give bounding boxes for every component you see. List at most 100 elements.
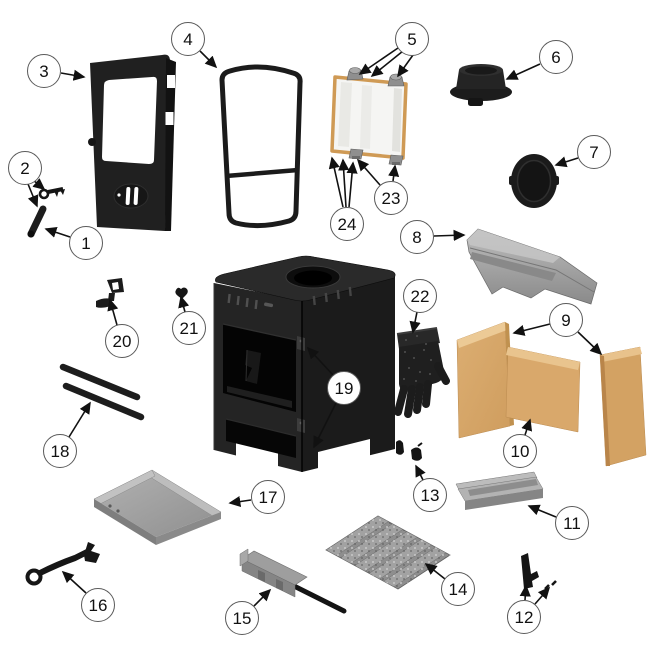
callout-10: 10 [503,434,537,468]
callout-2-number: 2 [20,158,30,178]
callout-22: 22 [403,279,437,313]
callout-8-number: 8 [412,227,422,247]
leader-2b [27,183,39,208]
callout-5-number: 5 [407,29,417,49]
leader-12b [534,586,551,605]
leader-3 [60,69,86,81]
callout-19: 19 [327,371,361,405]
door-glass-panel [330,67,408,166]
callout-22-number: 22 [410,286,430,306]
leader-21 [178,295,190,313]
callout-9-number: 9 [561,310,571,330]
callout-17: 17 [251,480,285,514]
callout-23-number: 23 [381,188,401,208]
callout-23: 23 [374,181,408,215]
firebrick-rear [505,346,581,433]
handle-rods [59,363,145,421]
leader-17 [228,495,252,508]
callout-1-number: 1 [81,233,91,253]
callout-2: 2 [8,151,42,185]
callout-11: 11 [555,506,589,540]
callout-15: 15 [225,601,259,635]
leader-19a [306,346,334,376]
leader-23b [388,164,400,182]
door [88,54,176,231]
leader-22 [409,311,421,334]
callout-20-number: 20 [112,331,132,351]
callout-7: 7 [577,135,611,169]
flue-collar [450,64,512,106]
leader-10 [521,418,533,436]
callout-11-number: 11 [563,513,581,533]
callout-13-number: 13 [420,485,440,505]
callout-4-number: 4 [183,29,193,49]
leader-16 [61,570,87,594]
leader-13 [415,464,426,481]
callout-12-number: 12 [514,607,534,627]
leader-lines [27,47,603,607]
baffle-plate [466,228,598,305]
callout-19-number: 19 [334,378,354,398]
door-handle-rod [27,205,47,238]
leader-9b [577,331,603,356]
glass-retainer-clips [396,440,423,461]
callout-21: 21 [172,311,206,345]
callout-12: 12 [507,600,541,634]
callout-10-number: 10 [510,441,530,461]
callout-5: 5 [395,22,429,56]
leader-11 [527,504,557,518]
callout-3-number: 3 [39,61,49,81]
latch-bracket-and-pins [521,553,557,590]
callout-3: 3 [27,54,61,88]
operating-tool [25,542,100,586]
door-hinge-pin [88,138,96,146]
leader-20 [107,298,119,326]
log-store-opening [226,419,296,458]
callout-6: 6 [539,40,573,74]
leader-8 [433,229,466,241]
leader-6 [505,63,541,80]
leader-5b [370,50,404,78]
leader-4 [199,50,218,69]
leader-5a [358,47,399,75]
callout-16: 16 [81,588,115,622]
leader-19b [313,402,337,449]
latch-keep [96,278,124,308]
callout-6-number: 6 [551,47,561,67]
leader-24b [338,158,350,208]
leader-7 [554,156,579,168]
callout-13: 13 [413,478,447,512]
leader-9a [512,323,551,336]
leader-24a [328,156,344,208]
air-vent-slots [227,286,352,310]
stove-body [213,255,396,477]
callout-7-number: 7 [589,142,599,162]
callout-15-number: 15 [232,608,252,628]
blanking-plate [509,154,559,208]
callout-18-number: 18 [50,441,70,461]
door-key [38,187,65,200]
base-plate [93,469,222,545]
callout-18: 18 [43,434,77,468]
riddling-plate [239,548,347,614]
leader-14 [424,563,446,580]
callout-24: 24 [330,207,364,241]
riddling-rod [287,581,347,614]
callout-17-number: 17 [258,487,278,507]
leader-23a [356,158,381,186]
callout-14-number: 14 [448,579,468,599]
leader-5c [397,54,414,78]
callout-14: 14 [441,572,475,606]
door-rope-seal [219,64,303,229]
door-flange-notch [167,75,175,88]
glass-clip-bottom [348,148,404,166]
callout-16-number: 16 [88,595,108,615]
callout-24-number: 24 [337,214,357,234]
callout-20: 20 [105,324,139,358]
firebrick-left [456,321,514,439]
side-leg-arch [318,439,370,475]
callout-4: 4 [171,22,205,56]
log-retainer [455,471,544,510]
callout-21-number: 21 [179,318,199,338]
leader-15 [253,588,272,607]
